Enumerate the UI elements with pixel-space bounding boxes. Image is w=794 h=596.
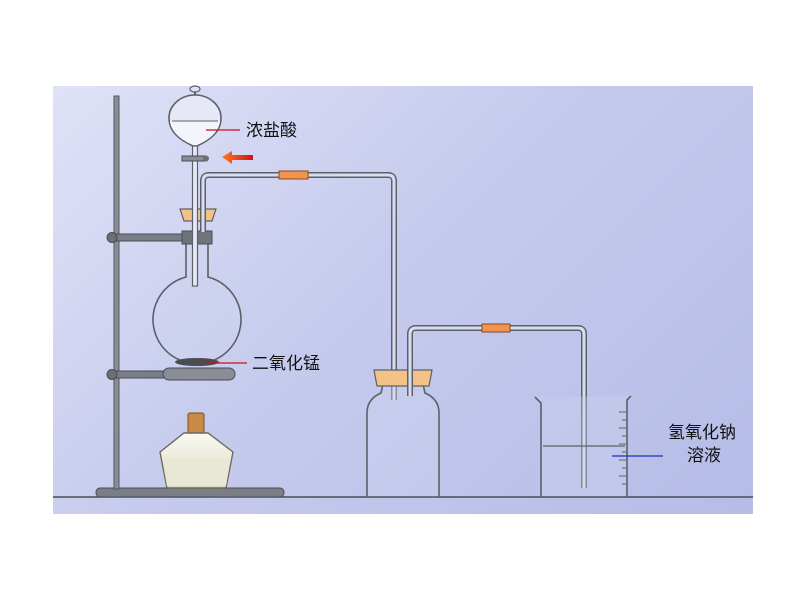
bottle-stopper [373,369,433,387]
stopcock [181,155,207,162]
stand-rod [113,95,120,490]
upper-clamp-arm [109,233,187,242]
gas-washing-bottle [366,369,440,498]
mno2-label: 二氧化锰 [252,354,320,374]
beaker [534,395,632,498]
bottle-body [366,383,440,498]
rubber-connector-2 [481,323,511,333]
naoh-label-line2: 溶液 [687,446,721,466]
rubber-connector-1 [278,170,309,180]
funnel-stem [191,145,199,287]
funnel-cap [189,85,201,93]
naoh-label-line1: 氢氧化钠 [668,423,736,443]
stopcock-knob [203,155,209,162]
lower-clamp-knob [106,369,118,380]
alcohol-lamp [159,412,234,489]
upper-clamp-knob [106,232,118,243]
round-bottom-flask [152,244,242,366]
lamp-fuel [162,458,231,486]
hcl-label: 浓盐酸 [246,121,297,141]
stand-base [95,487,285,498]
lamp-wick-cap [187,412,205,435]
iron-stand [95,95,285,498]
ring-support [162,367,236,381]
separatory-funnel [168,85,222,287]
flow-arrow-icon [222,151,253,164]
beaker-graduations [619,411,626,485]
diagram-background [53,86,753,514]
hcl-liquid [170,121,220,145]
lower-ring-arm [109,370,171,379]
mno2-powder [175,358,219,366]
